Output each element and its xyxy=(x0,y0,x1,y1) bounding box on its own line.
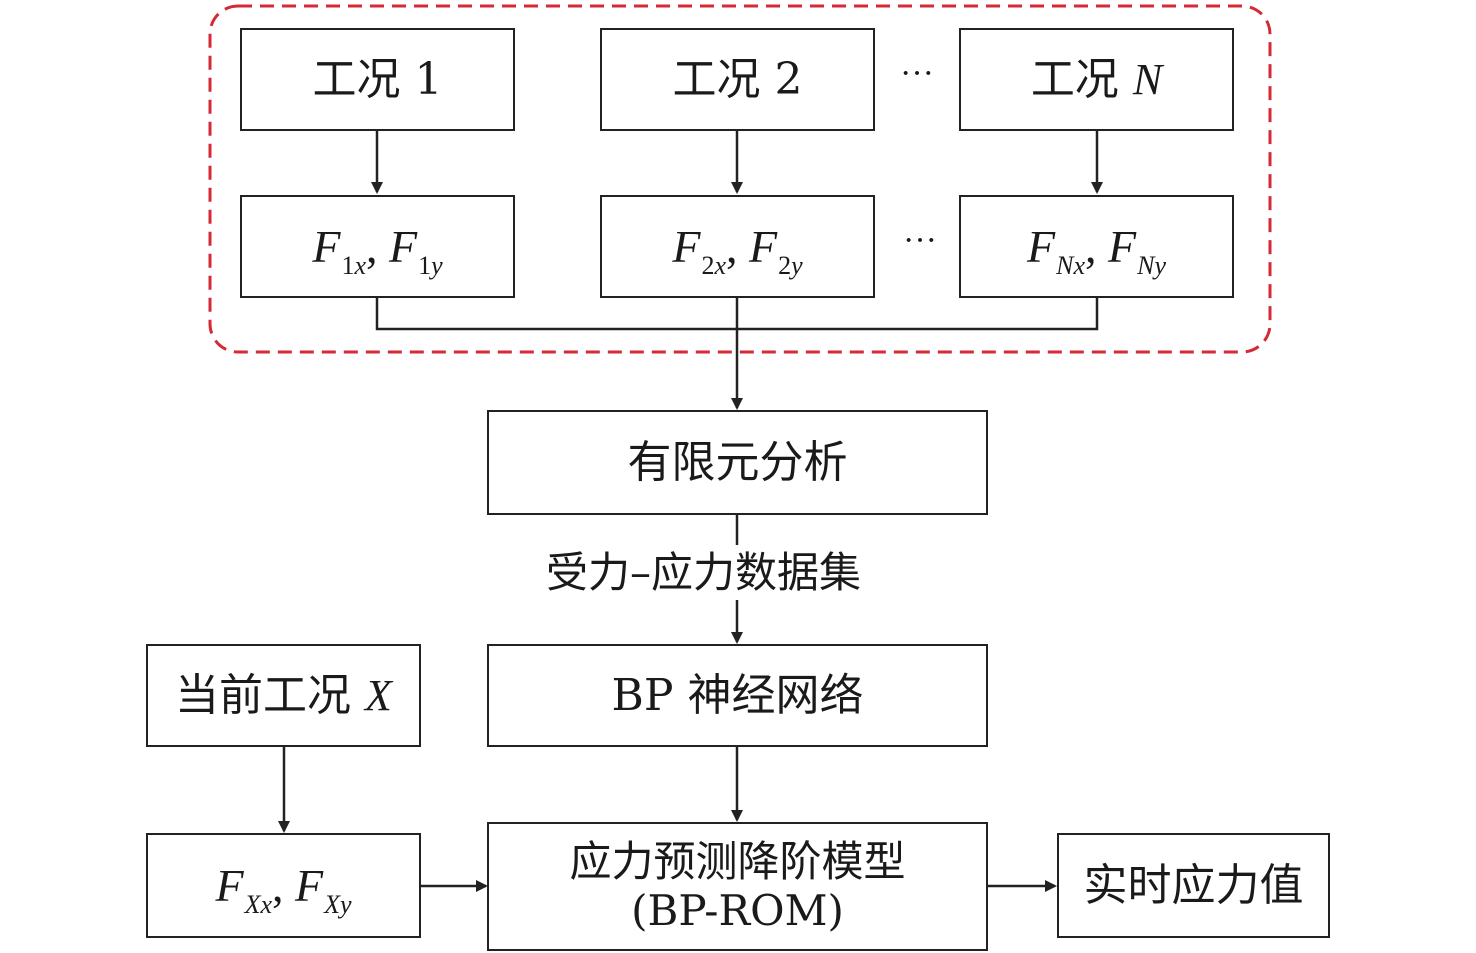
bp-network-box: BP 神经网络 xyxy=(487,644,988,747)
force-N-box: FNx, FNy xyxy=(959,195,1234,298)
current-condition-box: 当前工况 X xyxy=(146,644,421,747)
force-2-label: F2x, F2y xyxy=(672,221,803,280)
fea-box: 有限元分析 xyxy=(487,410,988,515)
output-label: 实时应力值 xyxy=(1083,859,1304,911)
current-condition-label: 当前工况 X xyxy=(175,669,392,721)
dataset-label: 受力–应力数据集 xyxy=(542,552,866,594)
force-1-label: F1x, F1y xyxy=(312,221,443,280)
condition-group-frame xyxy=(208,4,1272,354)
force-1-box: F1x, F1y xyxy=(240,195,515,298)
condition-2-label: 工况 2 xyxy=(672,53,803,105)
condition-1-label: 工况 1 xyxy=(312,53,443,105)
output-box: 实时应力值 xyxy=(1057,833,1330,938)
condition-2-box: 工况 2 xyxy=(600,28,875,131)
force-X-label: FXx, FXy xyxy=(215,860,352,919)
force-X-box: FXx, FXy xyxy=(146,833,421,938)
force-N-label: FNx, FNy xyxy=(1027,221,1166,280)
condition-N-box: 工况 N xyxy=(959,28,1234,131)
rom-label-line2: (BP-ROM) xyxy=(631,885,844,935)
condition-N-label: 工况 N xyxy=(1030,53,1163,105)
fea-label: 有限元分析 xyxy=(627,436,848,488)
force-2-box: F2x, F2y xyxy=(600,195,875,298)
rom-label: 应力预测降阶模型 (BP-ROM) xyxy=(569,840,905,932)
condition-1-box: 工况 1 xyxy=(240,28,515,131)
rom-box: 应力预测降阶模型 (BP-ROM) xyxy=(487,822,988,951)
bp-network-label: BP 神经网络 xyxy=(611,669,864,721)
ellipsis-row1: ··· xyxy=(900,55,934,92)
ellipsis-row2: ··· xyxy=(903,222,937,259)
rom-label-line1: 应力预测降阶模型 xyxy=(569,837,906,887)
